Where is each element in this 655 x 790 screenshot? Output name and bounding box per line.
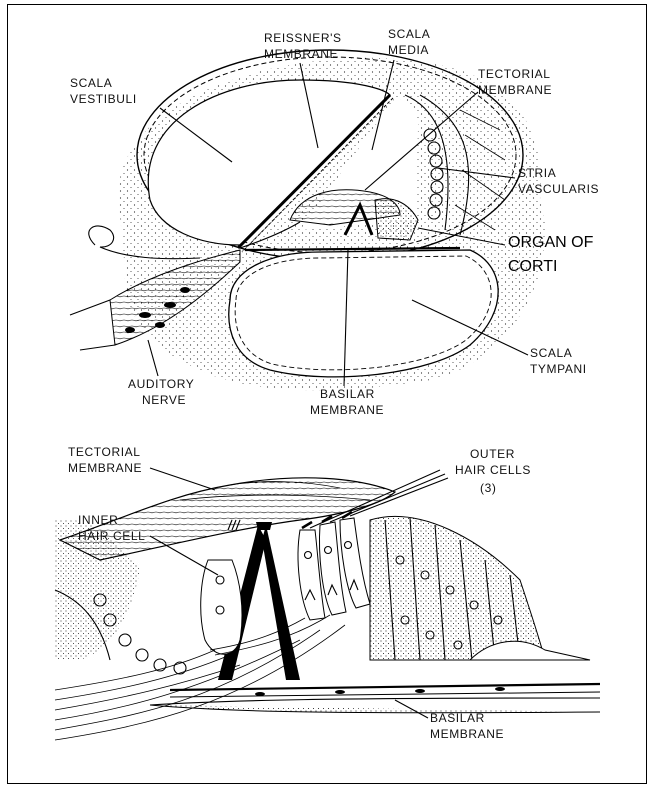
label-basilar-bottom-1: BASILAR [430, 711, 485, 725]
label-stria-2: VASCULARIS [518, 182, 599, 196]
leader-tectorial-bottom [150, 468, 215, 490]
label-tectorial-bottom-1: TECTORIAL [68, 445, 141, 459]
label-inner-hair-2: HAIR CELL [78, 529, 145, 543]
label-outer-hair-1: OUTER [470, 447, 515, 461]
organ-of-corti-detail [55, 478, 600, 740]
label-outer-hair-2: HAIR CELLS [455, 463, 531, 477]
label-reissners-2: MEMBRANE [264, 47, 338, 61]
outer-hair-cells [298, 512, 370, 620]
leader-auditory-nerve [148, 340, 158, 376]
label-reissners-1: REISSNER'S [264, 31, 342, 45]
label-stria-1: STRIA [518, 166, 556, 180]
label-tectorial-top-2: MEMBRANE [478, 83, 552, 97]
label-scala-media-2: MEDIA [388, 43, 429, 57]
label-basilar-bottom-2: MEMBRANE [430, 727, 504, 741]
label-outer-hair-3: (3) [480, 481, 496, 495]
label-organ-of-corti-1: ORGAN OF [508, 234, 594, 251]
label-scala-tympani-1: SCALA [530, 346, 572, 360]
supporting-cells [370, 516, 545, 660]
label-scala-vestibuli-1: SCALA [70, 76, 112, 90]
label-inner-hair-1: INNER [78, 513, 118, 527]
inner-hair-cell [201, 520, 242, 654]
label-scala-media-1: SCALA [388, 27, 430, 41]
label-basilar-top-1: BASILAR [320, 387, 375, 401]
label-auditory-nerve-2: NERVE [142, 393, 186, 407]
label-scala-vestibuli-2: VESTIBULI [70, 92, 137, 106]
label-basilar-top-2: MEMBRANE [310, 403, 384, 417]
label-tectorial-bottom-2: MEMBRANE [68, 461, 142, 475]
label-tectorial-top-1: TECTORIAL [478, 67, 551, 81]
label-scala-tympani-2: TYMPANI [530, 362, 587, 376]
label-auditory-nerve-1: AUDITORY [128, 377, 194, 391]
label-organ-of-corti-2: CORTI [508, 258, 557, 275]
